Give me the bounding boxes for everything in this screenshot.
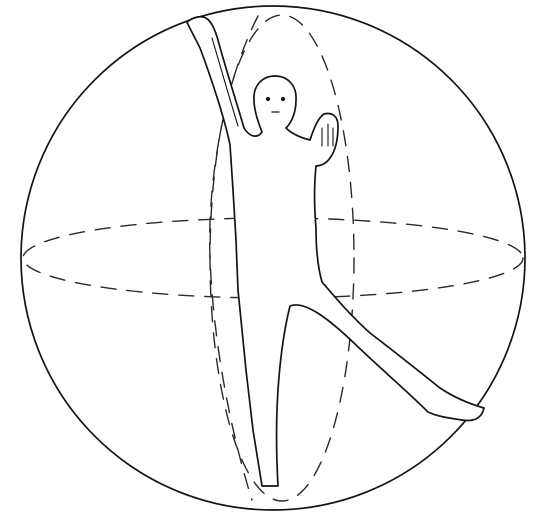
eye-right bbox=[281, 97, 285, 101]
human-figure bbox=[187, 17, 484, 486]
eye-left bbox=[266, 97, 270, 101]
